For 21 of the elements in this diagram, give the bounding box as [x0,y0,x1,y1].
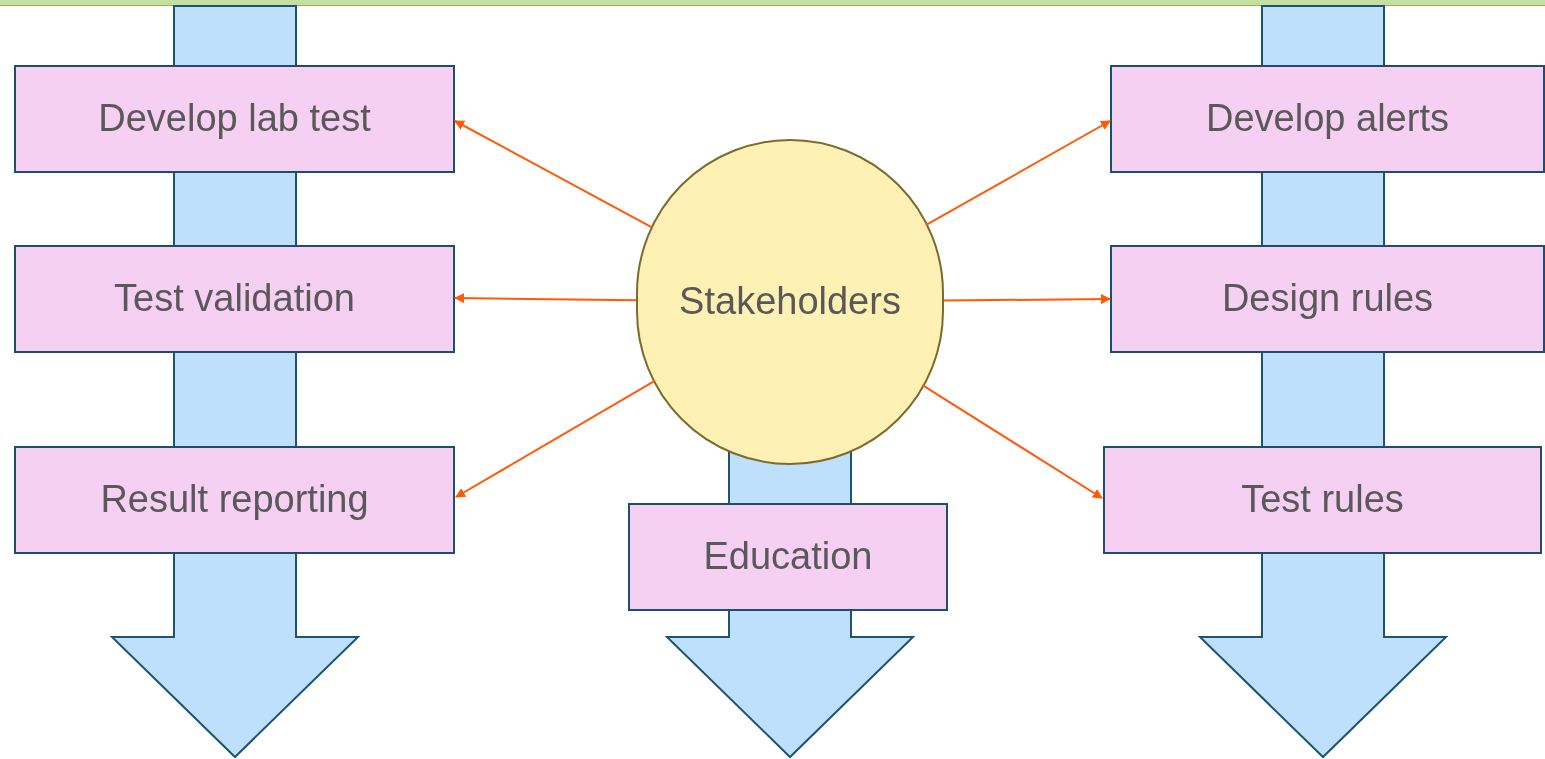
arrow [943,294,1111,305]
arrow [455,379,657,498]
node-label: Design rules [1221,276,1434,322]
node-label: Test validation [114,276,355,322]
node-label: Result reporting [100,477,369,523]
process-box [1110,245,1545,353]
arrow [921,384,1103,499]
arrow [454,293,637,304]
process-box [14,65,455,173]
process-box [1110,65,1545,173]
node-label: Develop alerts [1206,96,1449,142]
process-box [14,446,455,554]
process-box [1103,446,1542,554]
process-box [14,245,455,353]
node-label: Test rules [1241,477,1404,523]
arrow [454,120,654,229]
arrow [924,120,1111,227]
node-label: Education [703,534,873,580]
process-box [628,503,948,611]
node-label: Stakeholders [679,279,901,325]
node-label: Develop lab test [98,96,371,142]
